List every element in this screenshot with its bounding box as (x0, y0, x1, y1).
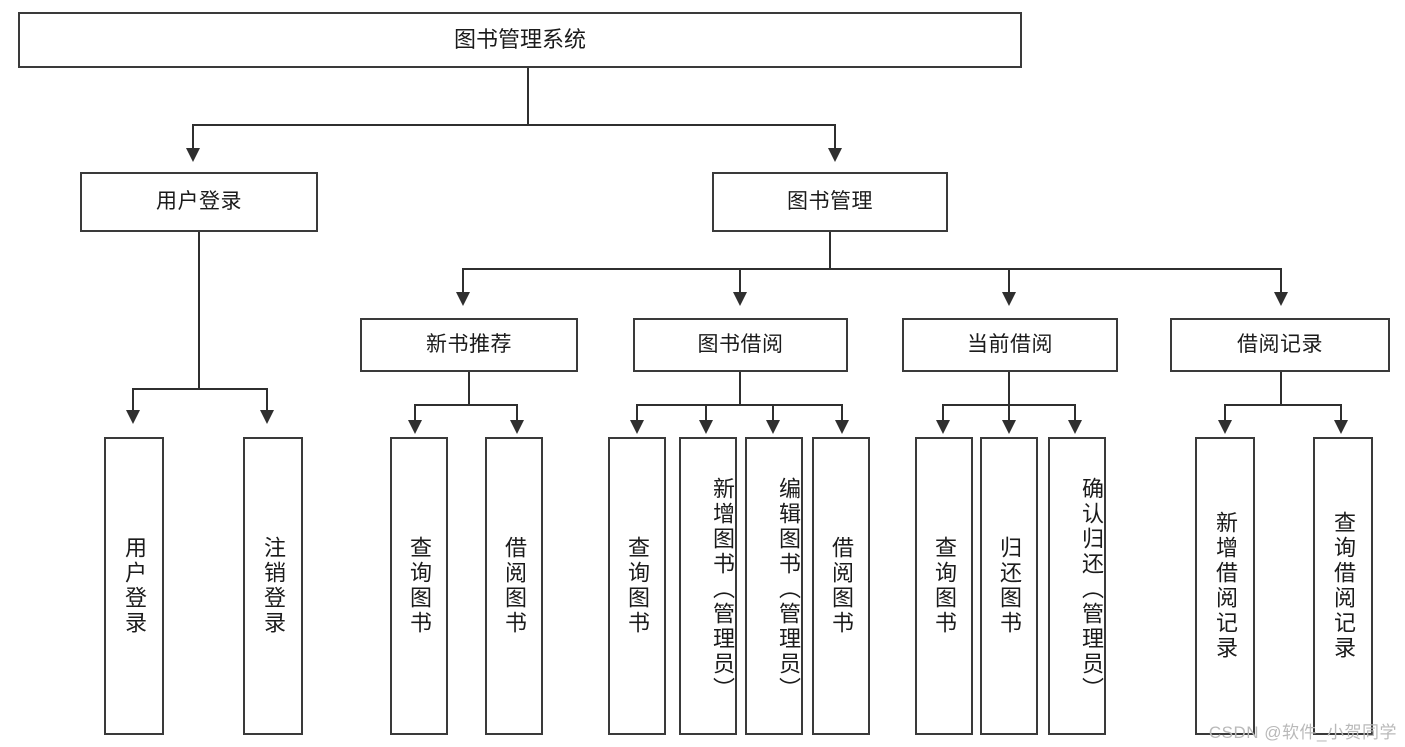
leaf-user-login[interactable]: 用户登录 (104, 437, 164, 735)
node-label: 图书借阅 (697, 332, 784, 356)
node-label: 新书推荐 (426, 332, 512, 356)
node-book-borrow[interactable]: 图书借阅 (633, 318, 848, 372)
leaf-edit-book-admin[interactable]: 编辑图书（管理员） (745, 437, 803, 735)
connector-level2-drop-4 (1280, 268, 1282, 294)
node-label: 当前借阅 (967, 332, 1053, 356)
node-label: 归还图书 (996, 536, 1022, 636)
arrowhead-leaf-query-record (1334, 420, 1348, 434)
leaf-query-borrow-record[interactable]: 查询借阅记录 (1313, 437, 1373, 735)
connector-user-login-drop-1 (132, 388, 134, 412)
leaf-borrow-book-recommend[interactable]: 借阅图书 (485, 437, 543, 735)
arrowhead-leaf-borrow-book-a (510, 420, 524, 434)
connector-root-stem (527, 68, 529, 124)
arrowhead-leaf-edit-book (766, 420, 780, 434)
node-borrow-record[interactable]: 借阅记录 (1170, 318, 1390, 372)
connector-level2-drop-3 (1008, 268, 1010, 294)
arrowhead-leaf-query-book-a (408, 420, 422, 434)
connector-current-drop-1 (942, 404, 944, 422)
node-label: 新增图书（管理员） (710, 476, 735, 702)
arrowhead-leaf-query-book-c (936, 420, 950, 434)
leaf-return-book[interactable]: 归还图书 (980, 437, 1038, 735)
connector-root-bus (192, 124, 836, 126)
connector-current-drop-2 (1008, 404, 1010, 422)
connector-level2-drop-1 (462, 268, 464, 294)
arrowhead-leaf-confirm-return (1068, 420, 1082, 434)
connector-borrow-stem (739, 372, 741, 406)
leaf-confirm-return-admin[interactable]: 确认归还（管理员） (1048, 437, 1106, 735)
arrowhead-leaf-return-book (1002, 420, 1016, 434)
leaf-query-book-recommend[interactable]: 查询图书 (390, 437, 448, 735)
node-label: 新增借阅记录 (1212, 511, 1238, 661)
connector-book-management-stem (829, 232, 831, 270)
connector-level2-drop-2 (739, 268, 741, 294)
arrowhead-leaf-user-login (126, 410, 140, 424)
connector-recommend-stem (468, 372, 470, 406)
node-root-system[interactable]: 图书管理系统 (18, 12, 1022, 68)
arrowhead-book-manage (828, 148, 842, 162)
connector-user-login-stem (198, 232, 200, 390)
arrowhead-new-book-recommend (456, 292, 470, 306)
node-label: 查询图书 (931, 536, 957, 636)
connector-level2-bus (462, 268, 1280, 270)
connector-record-drop-2 (1340, 404, 1342, 422)
node-label: 查询图书 (624, 536, 650, 636)
node-label: 用户登录 (156, 189, 242, 213)
node-current-borrow[interactable]: 当前借阅 (902, 318, 1118, 372)
connector-root-drop-right (834, 124, 836, 150)
leaf-query-book-borrow[interactable]: 查询图书 (608, 437, 666, 735)
connector-borrow-bus (636, 404, 843, 406)
connector-record-stem (1280, 372, 1282, 406)
arrowhead-leaf-borrow-book-b (835, 420, 849, 434)
leaf-query-book-current[interactable]: 查询图书 (915, 437, 973, 735)
connector-record-bus (1224, 404, 1342, 406)
node-label: 编辑图书（管理员） (776, 476, 801, 702)
connector-root-drop-left (192, 124, 194, 150)
node-book-management[interactable]: 图书管理 (712, 172, 948, 232)
arrowhead-leaf-add-book (699, 420, 713, 434)
connector-recommend-drop-2 (516, 404, 518, 422)
arrowhead-user-login (186, 148, 200, 162)
arrowhead-leaf-query-book-b (630, 420, 644, 434)
connector-current-stem (1008, 372, 1010, 406)
arrowhead-current-borrow (1002, 292, 1016, 306)
connector-user-login-bus (132, 388, 268, 390)
node-label: 借阅图书 (828, 536, 854, 636)
connector-borrow-drop-3 (772, 404, 774, 422)
arrowhead-leaf-logout (260, 410, 274, 424)
connector-current-drop-3 (1074, 404, 1076, 422)
node-label: 图书管理系统 (453, 27, 586, 53)
connector-recommend-drop-1 (414, 404, 416, 422)
connector-borrow-drop-1 (636, 404, 638, 422)
node-user-login[interactable]: 用户登录 (80, 172, 318, 232)
connector-user-login-drop-2 (266, 388, 268, 412)
arrowhead-borrow-record (1274, 292, 1288, 306)
leaf-add-book-admin[interactable]: 新增图书（管理员） (679, 437, 737, 735)
node-label: 借阅图书 (501, 536, 527, 636)
node-label: 注销登录 (260, 536, 286, 636)
connector-borrow-drop-4 (841, 404, 843, 422)
node-label: 图书管理 (787, 189, 873, 213)
csdn-watermark: CSDN @软件_小贺同学 (1208, 723, 1397, 742)
node-label: 用户登录 (121, 536, 147, 636)
node-label: 确认归还（管理员） (1079, 476, 1104, 702)
connector-record-drop-1 (1224, 404, 1226, 422)
node-label: 借阅记录 (1237, 332, 1323, 356)
leaf-borrow-book-borrow[interactable]: 借阅图书 (812, 437, 870, 735)
connector-recommend-bus (414, 404, 518, 406)
arrowhead-leaf-add-record (1218, 420, 1232, 434)
arrowhead-book-borrow (733, 292, 747, 306)
connector-borrow-drop-2 (705, 404, 707, 422)
leaf-add-borrow-record[interactable]: 新增借阅记录 (1195, 437, 1255, 735)
node-label: 查询图书 (406, 536, 432, 636)
node-label: 查询借阅记录 (1330, 511, 1356, 661)
node-new-book-recommend[interactable]: 新书推荐 (360, 318, 578, 372)
leaf-logout[interactable]: 注销登录 (243, 437, 303, 735)
